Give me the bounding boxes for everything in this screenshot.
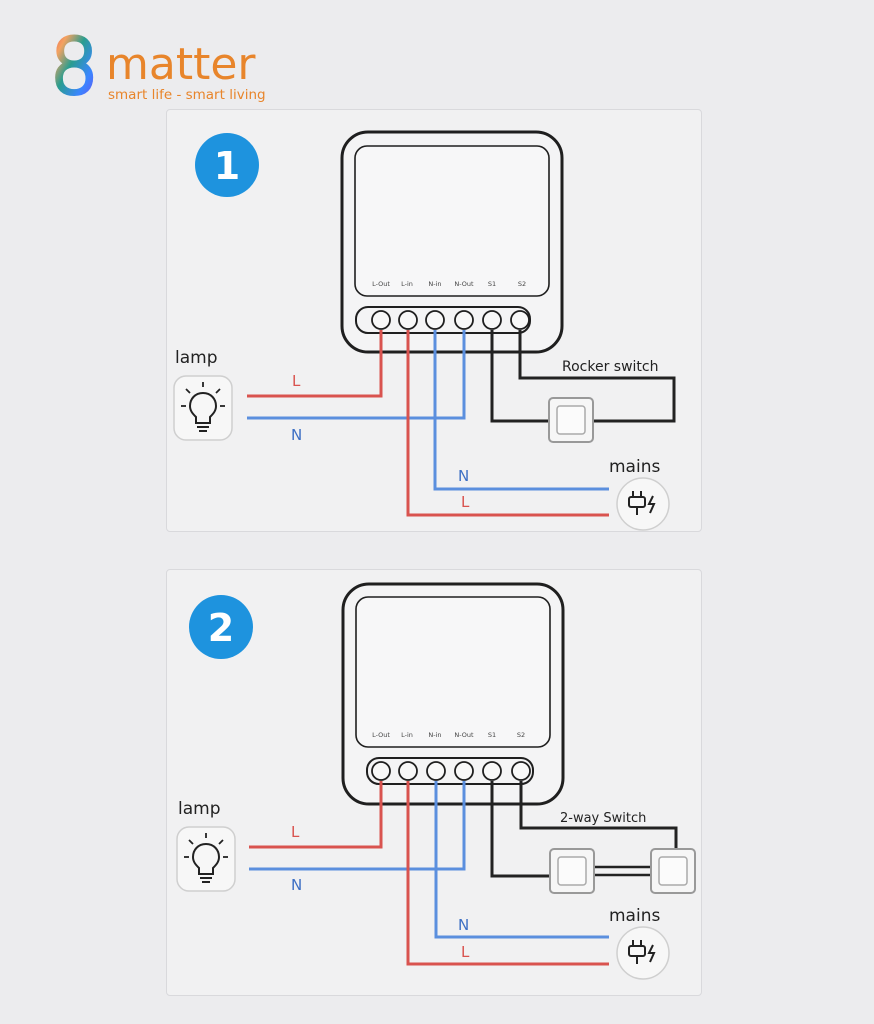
terminal-label-l-out: L-Out — [372, 280, 390, 288]
step-badge — [195, 133, 259, 197]
terminal-l-in — [398, 310, 418, 330]
brand-logo: 8 matter smart life - smart living — [50, 25, 266, 105]
two-way-switch-left-icon — [549, 848, 595, 894]
terminal-label-l-out: L-Out — [372, 731, 390, 739]
mains-plug-icon — [616, 926, 670, 980]
wire-neutral-mains — [433, 330, 609, 491]
terminal-n-in — [426, 761, 446, 781]
wire-label-l-lamp: L — [291, 823, 300, 841]
step-badge — [189, 595, 253, 659]
module-face — [354, 145, 550, 297]
wire-live-mains — [406, 330, 609, 517]
wire-neutral-lamp — [249, 781, 466, 871]
switch-label: Rocker switch — [562, 359, 658, 375]
terminal-l-in — [398, 761, 418, 781]
wire-s2-switch — [518, 330, 676, 423]
wire-s1-switch — [490, 781, 565, 878]
terminal-label-n-in: N-in — [428, 731, 441, 739]
wire-label-n-lamp: N — [291, 426, 302, 444]
wire-label-n-lamp: N — [291, 876, 302, 894]
wire-s2-switch — [519, 781, 678, 864]
terminal-l-out — [371, 761, 391, 781]
wire-live-lamp — [247, 330, 383, 398]
terminal-s2 — [510, 310, 530, 330]
wire-label-l-mains: L — [461, 943, 470, 961]
terminal-n-in — [425, 310, 445, 330]
terminal-label-l-in: L-in — [401, 280, 413, 288]
terminal-l-out — [371, 310, 391, 330]
mains-plug-icon — [616, 477, 670, 531]
step-number: 2 — [208, 606, 234, 650]
terminal-s1 — [482, 761, 502, 781]
lamp-bulb-icon — [173, 375, 233, 441]
lamp-label: lamp — [178, 799, 221, 819]
wire-label-n-mains: N — [458, 467, 469, 485]
wiring-diagram-2: 2 L-Out L-in N-in N-Out S1 S2 — [166, 569, 702, 996]
terminal-label-n-out: N-Out — [454, 280, 474, 288]
terminal-label-n-in: N-in — [428, 280, 441, 288]
logo-digit: 8 — [50, 25, 98, 105]
two-way-switch-right-icon — [650, 848, 696, 894]
lamp-bulb-icon — [176, 826, 236, 892]
wire-neutral-lamp — [247, 330, 466, 420]
terminal-n-out — [454, 761, 474, 781]
wire-s1-switch — [490, 330, 563, 423]
step-number: 1 — [214, 144, 240, 188]
terminal-block — [366, 757, 534, 785]
terminal-s2 — [511, 761, 531, 781]
logo-wordmark: matter — [106, 39, 256, 90]
lamp-label: lamp — [175, 348, 218, 368]
terminal-s1 — [482, 310, 502, 330]
switch-label: 2-way Switch — [560, 811, 646, 826]
mains-label: mains — [609, 906, 660, 926]
terminal-n-out — [454, 310, 474, 330]
terminal-label-s2: S2 — [517, 731, 525, 739]
terminal-label-s2: S2 — [518, 280, 526, 288]
wire-live-lamp — [249, 781, 383, 849]
wiring-diagram-1: 1 L-Out L-in N-in N-Out S1 S2 L — [166, 109, 702, 532]
wire-label-l-lamp: L — [292, 372, 301, 390]
terminal-label-n-out: N-Out — [454, 731, 474, 739]
terminal-label-l-in: L-in — [401, 731, 413, 739]
mains-label: mains — [609, 457, 660, 477]
logo-tagline: smart life - smart living — [108, 87, 266, 103]
wire-live-mains — [406, 781, 609, 966]
terminal-label-s1: S1 — [488, 731, 496, 739]
rocker-switch-icon — [548, 397, 594, 443]
wire-label-l-mains: L — [461, 493, 470, 511]
module-face — [355, 596, 551, 748]
wire-label-n-mains: N — [458, 916, 469, 934]
wire-neutral-mains — [434, 781, 609, 939]
terminal-label-s1: S1 — [488, 280, 496, 288]
